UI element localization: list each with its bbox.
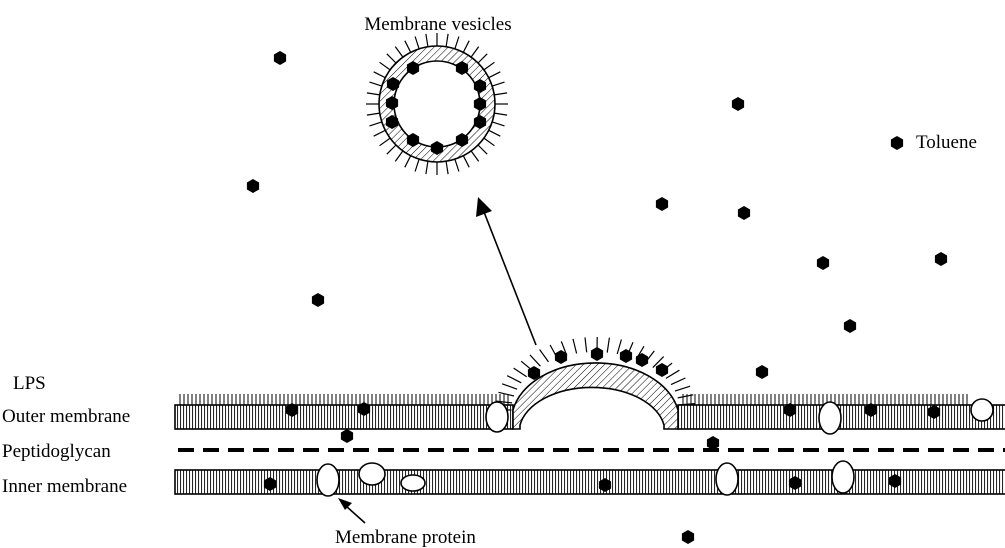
- toluene-icon: [756, 365, 768, 379]
- lps-label: LPS: [13, 373, 46, 394]
- inner-membrane: [175, 470, 1005, 494]
- inner-membrane-label: Inner membrane: [2, 476, 127, 497]
- membrane-protein-oval: [486, 402, 508, 432]
- toluene-icon: [844, 319, 856, 333]
- peptidoglycan-label: Peptidoglycan: [2, 441, 111, 462]
- membrane-protein-arrow: [338, 498, 365, 523]
- toluene-icon: [341, 429, 353, 443]
- toluene-icon: [738, 206, 750, 220]
- outer-membrane-left: [175, 405, 513, 429]
- membrane-protein-oval: [819, 402, 841, 434]
- toluene-icon: [247, 179, 259, 193]
- toluene-icon: [656, 363, 668, 377]
- membrane-protein-oval: [317, 464, 339, 496]
- membrane-protein-oval: [716, 463, 738, 495]
- toluene-icon: [707, 436, 719, 450]
- toluene-icon: [935, 252, 947, 266]
- membrane-protein-oval: [359, 463, 385, 485]
- membrane-protein-oval: [832, 461, 854, 493]
- outer-membrane-label: Outer membrane: [2, 406, 130, 427]
- toluene-icon: [656, 197, 668, 211]
- toluene-icon: [274, 51, 286, 65]
- toluene-icon: [620, 349, 632, 363]
- toluene-label: Toluene: [916, 132, 977, 153]
- toluene-icon: [732, 97, 744, 111]
- toluene-icon: [312, 293, 324, 307]
- membrane-protein-oval: [971, 399, 993, 421]
- toluene-icon: [682, 530, 694, 544]
- lps-fringe-left: [180, 394, 508, 405]
- membrane-protein-label: Membrane protein: [335, 527, 476, 548]
- budding-arrow: [476, 197, 536, 345]
- membrane-protein-oval: [401, 475, 425, 491]
- toluene-icon: [636, 353, 648, 367]
- toluene-icon: [817, 256, 829, 270]
- membrane-vesicles-label: Membrane vesicles: [364, 14, 511, 35]
- toluene-icon: [891, 136, 903, 150]
- toluene-icon: [591, 347, 603, 361]
